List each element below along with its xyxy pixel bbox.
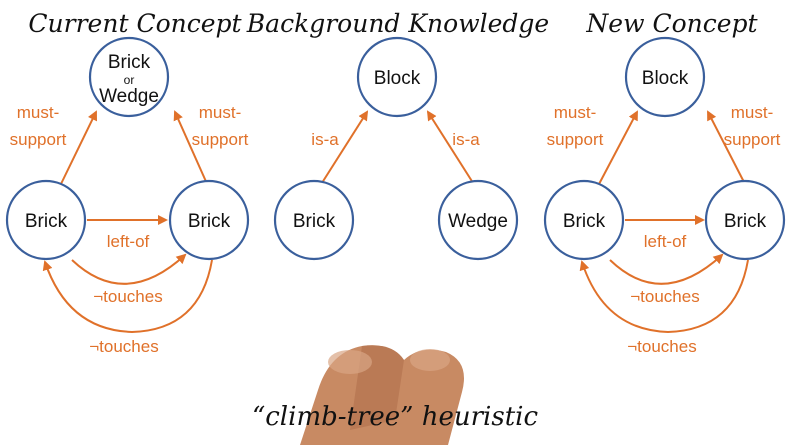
background-right-node-label: Wedge <box>448 211 508 232</box>
new-must-support-left-label-1: must- <box>554 103 597 122</box>
new-left-node-label: Brick <box>563 211 606 232</box>
new-left-node <box>543 179 625 261</box>
climb-tree-heuristic-caption: “climb-tree” heuristic <box>252 402 539 432</box>
current-top-node-label-3: Wedge <box>99 86 159 107</box>
current-must-support-left-label-2: support <box>10 130 67 149</box>
current-must-support-right-label-2: support <box>192 130 249 149</box>
new-outer-touches-label: ¬touches <box>627 337 696 356</box>
current-must-support-left-edge <box>59 110 97 187</box>
new-right-node-label: Brick <box>724 211 767 232</box>
current-top-node-label-1: Brick <box>108 52 151 73</box>
background-is-a-right-edge <box>426 110 476 187</box>
current-left-of-label: left-of <box>107 232 150 251</box>
background-right-node <box>437 179 519 261</box>
current-must-support-right-edge <box>173 110 209 187</box>
current-outer-touches-label: ¬touches <box>89 337 158 356</box>
current-inner-touches-label: ¬touches <box>93 287 162 306</box>
current-top-node <box>88 36 170 118</box>
current-concept-title: Current Concept <box>28 9 242 38</box>
background-left-node <box>273 179 355 261</box>
new-must-support-left-edge <box>597 110 638 187</box>
current-right-node-label: Brick <box>188 211 231 232</box>
new-right-node <box>704 179 786 261</box>
current-inner-touches-edge <box>71 253 187 285</box>
hand-image <box>300 345 464 445</box>
background-knowledge-title: Background Knowledge <box>246 9 549 38</box>
new-inner-touches-label: ¬touches <box>630 287 699 306</box>
new-concept-title: New Concept <box>585 9 758 38</box>
current-must-support-left-label-1: must- <box>17 103 60 122</box>
new-must-support-left-label-2: support <box>547 130 604 149</box>
background-knowledge-panel: Background Knowledge Block Brick Wedge i… <box>246 9 549 261</box>
background-is-a-right-label: is-a <box>452 130 480 149</box>
current-left-node <box>5 179 87 261</box>
new-outer-touches-edge <box>579 259 749 334</box>
new-must-support-right-label-2: support <box>724 130 781 149</box>
new-inner-touches-edge <box>609 253 724 285</box>
new-top-node <box>624 36 706 118</box>
background-is-a-left-label: is-a <box>311 130 339 149</box>
background-top-node <box>356 36 438 118</box>
current-left-node-label: Brick <box>25 211 68 232</box>
new-top-node-label: Block <box>642 68 689 89</box>
background-left-node-label: Brick <box>293 211 336 232</box>
current-outer-touches-edge <box>42 259 213 334</box>
background-is-a-left-edge <box>319 110 369 187</box>
current-right-node <box>168 179 250 261</box>
new-left-of-label: left-of <box>644 232 687 251</box>
background-top-node-label: Block <box>374 68 421 89</box>
current-top-node-label-2: or <box>124 73 135 87</box>
new-concept-panel: New Concept Block Brick Brick must- supp… <box>543 9 786 356</box>
current-must-support-right-label-1: must- <box>199 103 242 122</box>
new-must-support-right-edge <box>707 110 747 187</box>
current-concept-panel: Current Concept Brick or Wedge Brick Bri… <box>5 9 250 356</box>
new-must-support-right-label-1: must- <box>731 103 774 122</box>
